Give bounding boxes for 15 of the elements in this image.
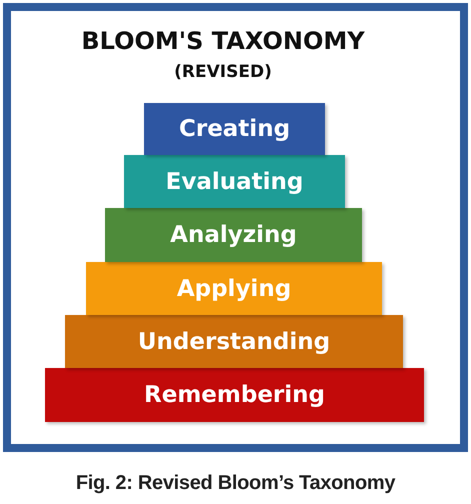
step-label: Analyzing [170,221,297,249]
subtitle: (REVISED) [173,61,273,83]
pyramid-step [144,103,325,155]
step-label: Understanding [138,328,330,356]
step-label: Applying [176,274,292,302]
pyramid-step [124,155,345,208]
title: BLOOM'S TAXONOMY [80,26,366,56]
pyramid-step [65,315,403,368]
step-label: Remembering [144,381,325,409]
pyramid-step [105,208,362,262]
caption: Fig. 2: Revised Bloom’s Taxonomy [74,471,396,496]
pyramid-step [86,262,382,315]
step-label: Evaluating [166,168,304,196]
pyramid-step [45,368,424,422]
step-label: Creating [178,115,290,143]
